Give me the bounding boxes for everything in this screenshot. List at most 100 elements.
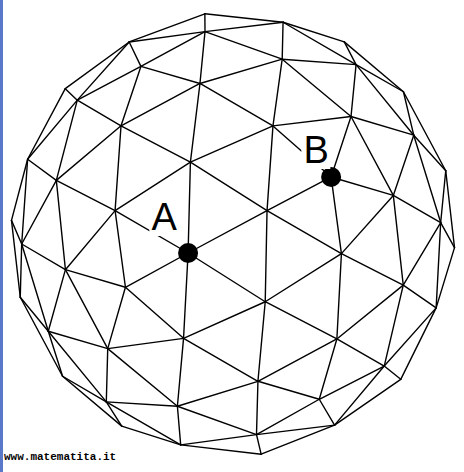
- sphere-edge: [56, 126, 121, 181]
- sphere-edge: [77, 100, 121, 126]
- sphere-edge: [129, 42, 141, 66]
- sphere-edge: [331, 177, 341, 254]
- sphere-edge: [188, 253, 265, 302]
- sphere-edge: [446, 171, 455, 248]
- sphere-edge: [125, 287, 183, 338]
- sphere-edge: [341, 254, 403, 285]
- sphere-edge: [184, 253, 189, 338]
- sphere-edge: [258, 381, 319, 399]
- sphere-edge: [115, 126, 121, 211]
- sphere-edge: [393, 195, 440, 222]
- sphere-edge: [337, 254, 342, 339]
- sphere-edge: [282, 59, 356, 64]
- sphere-edge: [190, 162, 267, 211]
- sphere-edge: [177, 338, 183, 406]
- sphere-edge: [344, 42, 356, 65]
- sphere-edge: [122, 426, 181, 445]
- sphere-edge: [257, 435, 262, 455]
- sphere-edge: [121, 83, 200, 125]
- sphere-edge: [351, 116, 393, 195]
- sphere-edge: [282, 59, 351, 116]
- sphere-edge: [205, 22, 283, 31]
- sphere-edge: [125, 253, 188, 287]
- sphere-edge: [205, 14, 283, 22]
- point-label: B: [301, 131, 330, 169]
- sphere-edge: [65, 211, 115, 270]
- sphere-edge: [48, 270, 65, 332]
- sphere-edge: [121, 126, 190, 162]
- sphere-edge: [190, 126, 273, 162]
- sphere-edge: [22, 159, 28, 244]
- sphere-edge: [205, 32, 282, 60]
- sphere-edge: [283, 22, 344, 42]
- sphere-edge: [319, 339, 337, 399]
- sphere-edge: [319, 399, 334, 425]
- sphere-edge: [181, 435, 257, 445]
- sphere-edge: [177, 406, 180, 445]
- sphere-edge: [351, 65, 356, 117]
- sphere-edge: [436, 223, 441, 308]
- sphere-edge: [267, 126, 273, 211]
- sphere-edge: [267, 211, 341, 254]
- sphere-edge: [258, 302, 265, 382]
- sphere-edge: [20, 297, 48, 331]
- sphere-edge: [384, 308, 436, 366]
- sphere-edge: [177, 381, 258, 406]
- sphere-edge: [265, 302, 337, 339]
- sphere-edge: [106, 349, 107, 402]
- sphere-edge: [356, 65, 414, 136]
- sphere-edge: [403, 92, 445, 171]
- sphere-edge: [141, 66, 200, 83]
- sphere-edge: [393, 135, 413, 195]
- sphere-edge: [344, 42, 403, 92]
- sphere-edge: [129, 14, 205, 42]
- watermark: www.matematita.it: [4, 452, 116, 463]
- sphere-edge: [106, 402, 121, 426]
- sphere-edge: [200, 83, 273, 125]
- sphere-edge: [257, 425, 335, 434]
- sphere-edge: [106, 402, 177, 406]
- sphere-edge: [257, 381, 258, 434]
- point-dot: [178, 243, 198, 263]
- sphere-edge: [28, 159, 57, 180]
- sphere-edge: [106, 402, 180, 445]
- sphere-edges: [11, 14, 454, 454]
- sphere-edge: [181, 445, 261, 454]
- sphere-edge: [403, 92, 413, 135]
- sphere-edge: [273, 116, 351, 125]
- sphere-edge: [22, 180, 57, 244]
- point-label: A: [149, 198, 178, 236]
- sphere-edge: [403, 223, 440, 286]
- sphere-edge: [11, 220, 20, 297]
- sphere-edge: [257, 399, 320, 434]
- sphere-edge: [265, 254, 341, 302]
- sphere-edge: [337, 285, 403, 339]
- sphere-edge: [265, 211, 267, 302]
- sphere-edge: [77, 66, 141, 100]
- sphere-edge: [200, 59, 282, 83]
- sphere-edge: [20, 297, 62, 376]
- sphere-edge: [115, 211, 125, 288]
- sphere-edge: [335, 366, 385, 425]
- sphere-edge: [273, 59, 282, 126]
- sphere-edge: [281, 22, 283, 59]
- sphere-edge: [129, 32, 205, 42]
- sphere-edge: [65, 270, 125, 288]
- sphere-edge: [384, 285, 403, 366]
- sphere-edge: [351, 116, 414, 135]
- sphere-edge: [56, 180, 65, 269]
- sphere-edge: [77, 42, 129, 100]
- sphere-edge: [384, 366, 401, 379]
- sphere-edge: [63, 376, 107, 402]
- sphere-edge: [188, 162, 190, 253]
- sphere-edge: [273, 126, 331, 177]
- sphere-edge: [108, 338, 184, 348]
- sphere-edge: [267, 177, 331, 211]
- sphere-edge: [319, 366, 384, 399]
- sphere-edge: [22, 244, 49, 331]
- sphere-edge: [48, 331, 107, 348]
- sphere-edge: [65, 42, 129, 89]
- sphere-edge: [56, 100, 77, 180]
- sphere-edge: [188, 211, 267, 253]
